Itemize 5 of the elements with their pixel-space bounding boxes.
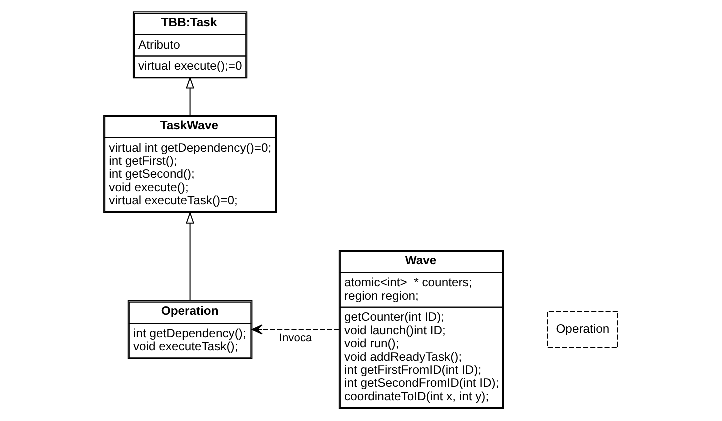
edge-label: Invoca: [279, 332, 312, 345]
arrow: [186, 212, 195, 301]
node-box: Operation: [547, 310, 618, 348]
arrow: [252, 324, 340, 335]
arrow: [186, 76, 195, 116]
